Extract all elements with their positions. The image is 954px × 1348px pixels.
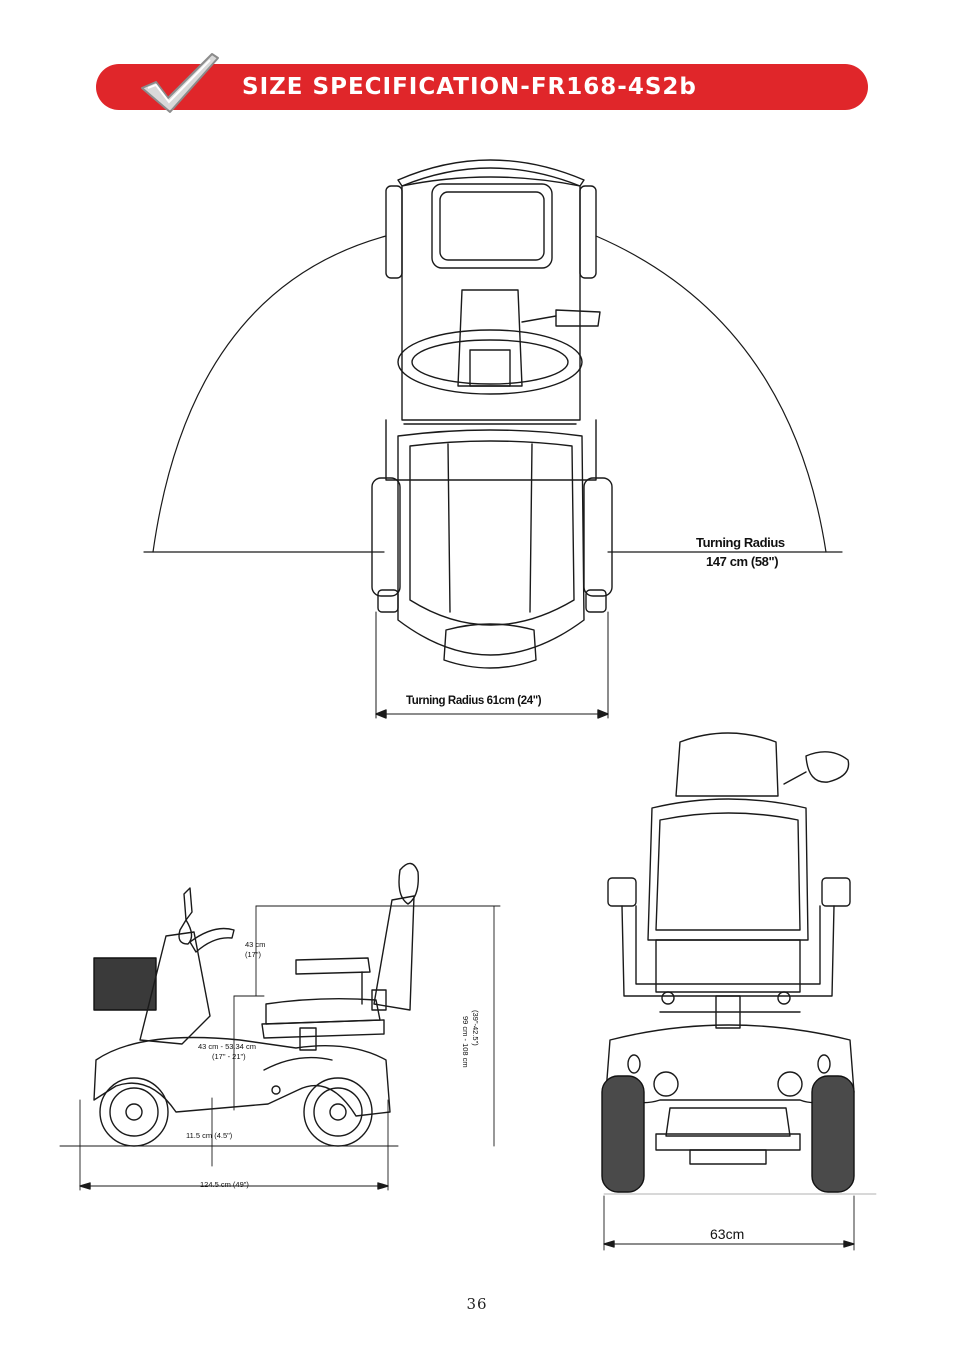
checkmark-icon bbox=[141, 53, 219, 113]
seat-to-arm-inch-label: (17") bbox=[245, 950, 261, 959]
title-banner: SIZE SPECIFICATION-FR168-4S2b bbox=[96, 64, 868, 110]
page-title: SIZE SPECIFICATION-FR168-4S2b bbox=[242, 74, 697, 100]
seat-height-inch-label: (17" - 21") bbox=[212, 1052, 246, 1061]
ground-clearance-label: 11.5 cm (4.5") bbox=[186, 1131, 233, 1140]
rear-view-diagram bbox=[601, 732, 877, 1251]
turning-radius-label: Turning Radius bbox=[696, 535, 785, 550]
width-turning-label: Turning Radius 61cm (24") bbox=[406, 695, 542, 707]
seat-height-label: 43 cm - 53.34 cm bbox=[198, 1042, 256, 1051]
side-view-diagram bbox=[59, 862, 501, 1191]
overall-width-label: 63cm bbox=[710, 1226, 745, 1242]
overall-length-label: 124.5 cm (49") bbox=[200, 1180, 249, 1189]
top-view-diagram bbox=[143, 159, 843, 719]
turning-radius-value: 147 cm (58") bbox=[706, 554, 779, 569]
overall-height-inch-label: (39"-42.5") bbox=[471, 1010, 480, 1046]
overall-height-label: 99 cm - 108 cm bbox=[461, 1016, 470, 1068]
page-number: 36 bbox=[466, 1295, 488, 1313]
seat-to-arm-label: 43 cm bbox=[245, 940, 266, 949]
